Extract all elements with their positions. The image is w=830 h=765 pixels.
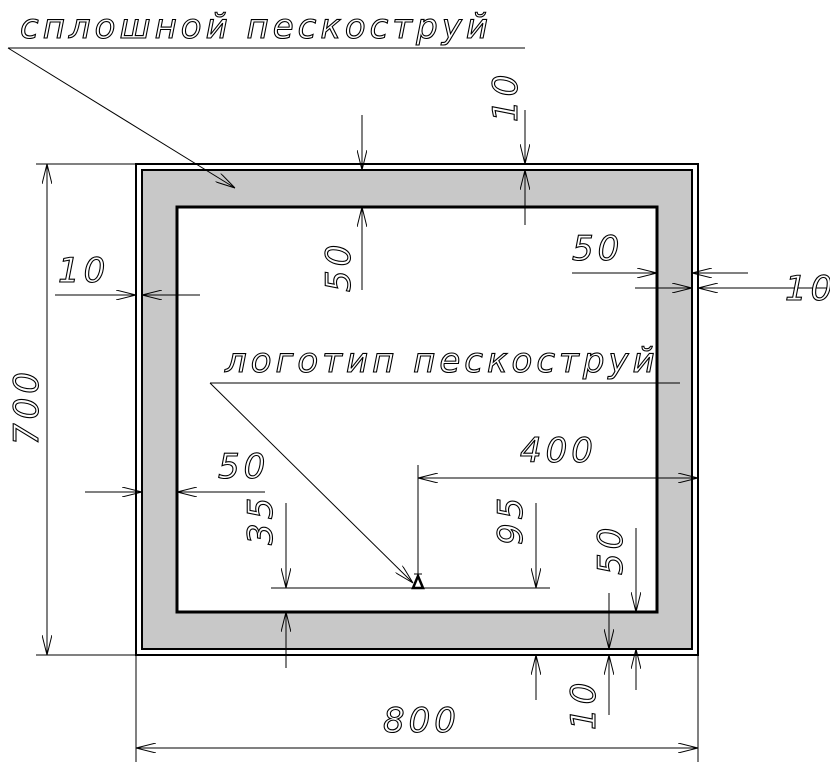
dim-width: 800 <box>383 701 460 741</box>
dim-left-edge: 10 <box>58 251 109 291</box>
dim-top-edge: 10 <box>486 71 526 122</box>
label-logo-sandblast: логотип пескоструй <box>224 341 659 381</box>
dim-logo-35: 35 <box>241 494 281 545</box>
dim-logo-offset: 400 <box>520 431 597 471</box>
dim-bottom-edge: 10 <box>564 679 604 730</box>
dim-height: 700 <box>7 368 47 445</box>
dim-left-band: 50 <box>218 447 269 487</box>
dim-logo-95: 95 <box>491 494 531 545</box>
dim-top-band: 50 <box>319 241 359 292</box>
inner-mirror <box>175 205 659 614</box>
dim-right-edge: 10 <box>785 269 830 309</box>
leader-solid <box>7 47 235 188</box>
leader-logo <box>209 382 413 583</box>
dim-right-band: 50 <box>572 229 623 269</box>
dim-bottom-band: 50 <box>591 524 631 575</box>
label-solid-sandblast: сплошной пескоструй <box>20 7 492 47</box>
